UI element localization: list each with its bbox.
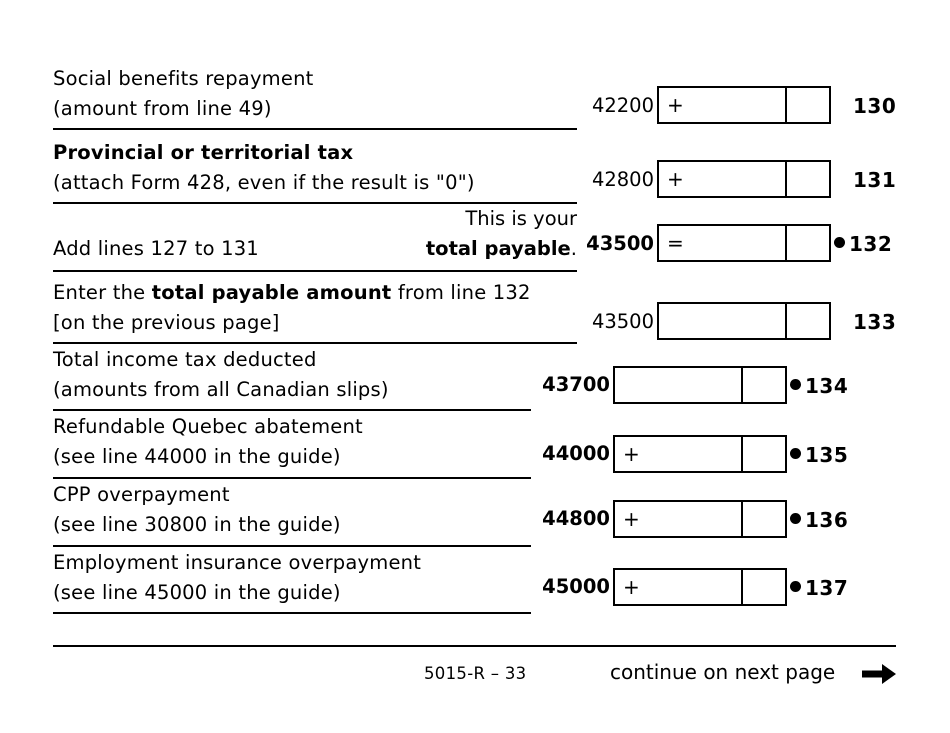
row-136-cents-field[interactable] bbox=[743, 502, 785, 536]
form-identifier: 5015-R – 33 bbox=[424, 664, 527, 683]
row-133-dollars-field[interactable] bbox=[659, 304, 787, 338]
row-135-line-number: 135 bbox=[805, 443, 849, 467]
row-132-operator: = bbox=[667, 231, 684, 255]
arrow-right-icon bbox=[862, 662, 898, 686]
row-134-dollars-field[interactable] bbox=[615, 368, 743, 402]
row-135-bullet-icon bbox=[790, 448, 801, 459]
row-131-operator: + bbox=[667, 167, 684, 191]
row-130-label: Social benefits repayment (amount from l… bbox=[53, 67, 314, 120]
row-136-line-number: 136 bbox=[805, 508, 849, 532]
row-133-amount-box[interactable] bbox=[657, 302, 831, 340]
continue-next-page-label: continue on next page bbox=[610, 660, 836, 684]
row-134-label: Total income tax deducted (amounts from … bbox=[53, 348, 389, 401]
row-136-line-code: 44800 bbox=[542, 507, 610, 530]
row-136-operator: + bbox=[623, 507, 640, 531]
row-132-amount-box[interactable]: = bbox=[657, 224, 831, 262]
row-137-operator: + bbox=[623, 575, 640, 599]
row-133-label-part1: Enter the bbox=[53, 281, 152, 304]
row-135-line-code: 44000 bbox=[542, 442, 610, 465]
row-137-line-number: 137 bbox=[805, 576, 849, 600]
row-133-cents-field[interactable] bbox=[787, 304, 829, 338]
row-135-cents-field[interactable] bbox=[743, 437, 785, 471]
row-132-rule bbox=[53, 270, 577, 272]
row-132-label: Add lines 127 to 131 bbox=[53, 237, 259, 260]
row-134-amount-box[interactable] bbox=[613, 366, 787, 404]
row-135-rule bbox=[53, 477, 531, 479]
row-137-amount-box[interactable]: + bbox=[613, 568, 787, 606]
row-134-line-code: 43700 bbox=[542, 373, 610, 396]
row-131-amount-box[interactable]: + bbox=[657, 160, 831, 198]
row-135-amount-box[interactable]: + bbox=[613, 435, 787, 473]
row-132-line-number: 132 bbox=[849, 232, 893, 256]
row-130-amount-box[interactable]: + bbox=[657, 86, 831, 124]
row-133-line-code: 43500 bbox=[591, 310, 654, 333]
row-130-operator: + bbox=[667, 93, 684, 117]
row-131-label: Provincial or territorial tax (attach Fo… bbox=[53, 141, 475, 194]
row-130-line-number: 130 bbox=[853, 94, 897, 118]
row-131-cents-field[interactable] bbox=[787, 162, 829, 196]
row-133-rule bbox=[53, 342, 577, 344]
row-136-label: CPP overpayment (see line 30800 in the g… bbox=[53, 483, 341, 536]
row-133-label: Enter the total payable amount from line… bbox=[53, 281, 531, 334]
row-131-line-number: 131 bbox=[853, 168, 897, 192]
row-135-dollars-field[interactable]: + bbox=[615, 437, 743, 471]
row-134-line-number: 134 bbox=[805, 374, 849, 398]
row-130-line-code: 42200 bbox=[591, 94, 654, 117]
row-133-label-part3: from line 132 bbox=[391, 281, 531, 304]
row-132-line-code: 43500 bbox=[586, 232, 654, 255]
row-132-note-period: . bbox=[570, 237, 577, 260]
row-130-cents-field[interactable] bbox=[787, 88, 829, 122]
row-132-cents-field[interactable] bbox=[787, 226, 829, 260]
row-135-operator: + bbox=[623, 442, 640, 466]
row-137-rule bbox=[53, 612, 531, 614]
row-130-rule bbox=[53, 128, 577, 130]
row-134-bullet-icon bbox=[790, 379, 801, 390]
row-131-line-code: 42800 bbox=[591, 168, 654, 191]
row-131-dollars-field[interactable]: + bbox=[659, 162, 787, 196]
row-134-rule bbox=[53, 409, 531, 411]
row-130-dollars-field[interactable]: + bbox=[659, 88, 787, 122]
row-136-amount-box[interactable]: + bbox=[613, 500, 787, 538]
row-136-bullet-icon bbox=[790, 513, 801, 524]
row-136-rule bbox=[53, 545, 531, 547]
row-131-rule bbox=[53, 202, 577, 204]
row-135-label: Refundable Quebec abatement (see line 44… bbox=[53, 415, 363, 468]
row-137-dollars-field[interactable]: + bbox=[615, 570, 743, 604]
row-133-line-number: 133 bbox=[853, 310, 897, 334]
row-137-label: Employment insurance overpayment (see li… bbox=[53, 551, 422, 604]
row-137-cents-field[interactable] bbox=[743, 570, 785, 604]
row-133-label-emphasis: total payable amount bbox=[151, 281, 392, 304]
row-134-cents-field[interactable] bbox=[743, 368, 785, 402]
row-132-bullet-icon bbox=[834, 237, 845, 248]
row-136-dollars-field[interactable]: + bbox=[615, 502, 743, 536]
row-132-dollars-field[interactable]: = bbox=[659, 226, 787, 260]
row-132-note: This is your total payable. bbox=[425, 207, 577, 260]
row-137-bullet-icon bbox=[790, 581, 801, 592]
row-137-line-code: 45000 bbox=[542, 575, 610, 598]
footer-divider bbox=[53, 645, 896, 647]
